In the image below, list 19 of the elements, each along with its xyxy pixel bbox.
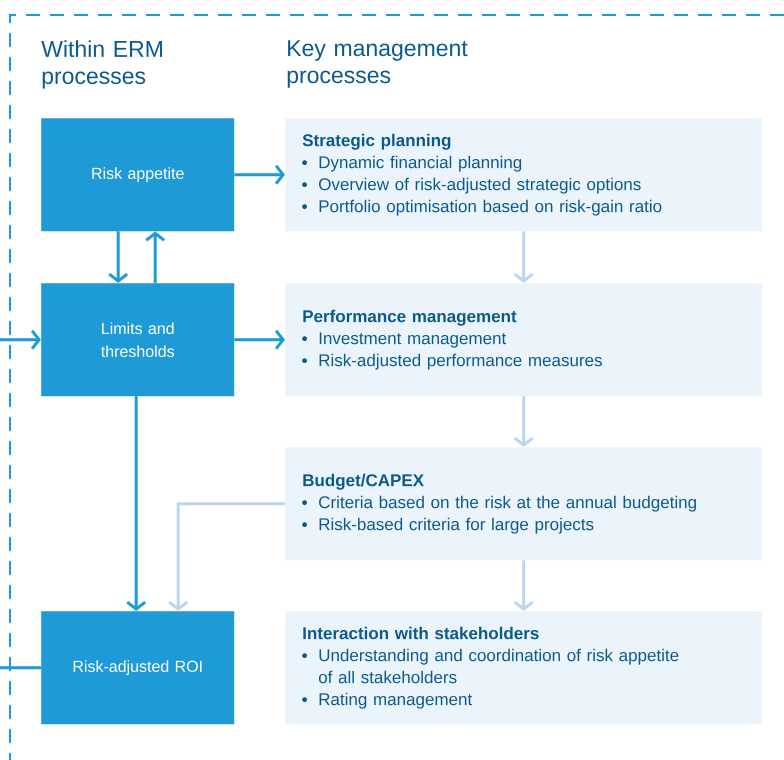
process-panel: Interaction with stakeholders Understanding and coordination of risk appetite of all stakeholders Rating management (285, 611, 762, 724)
process-box: Risk appetite (41, 118, 234, 232)
arrow (514, 560, 534, 612)
arrow (234, 164, 285, 185)
arrow (514, 396, 534, 447)
column-heading: Within ERM processes (41, 40, 162, 89)
arrow (126, 396, 146, 612)
arrow (108, 231, 128, 283)
arrow (0, 330, 41, 350)
process-box: Limits and thresholds (41, 283, 234, 396)
arrow (514, 231, 534, 283)
arrow (234, 330, 285, 350)
process-box: Risk-adjusted ROI (41, 611, 234, 724)
process-panel: Budget/CAPEX Criteria based on the risk at the annual budgeting Risk-based criteria for large projects (285, 447, 762, 560)
process-panel: Performance management Investment management Risk-adjusted performance measures (285, 283, 762, 396)
arrow (145, 231, 166, 283)
arrow (168, 502, 285, 612)
process-panel: Strategic planning Dynamic financial planning Overview of risk-adjusted strategic options Portfolio optimisation based on risk-gain ratio (285, 118, 762, 232)
column-heading: Key management processes (288, 40, 468, 88)
